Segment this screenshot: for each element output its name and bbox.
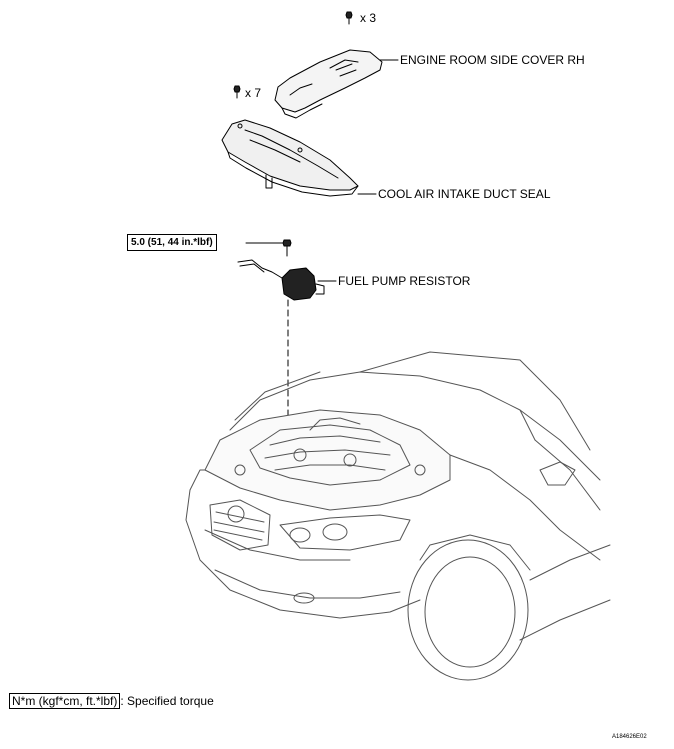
vehicle-front xyxy=(185,351,611,681)
fuel-pump-resistor-label: FUEL PUMP RESISTOR xyxy=(338,274,471,288)
engine-room-side-cover-label: ENGINE ROOM SIDE COVER RH xyxy=(400,53,585,67)
cool-air-intake-duct-seal-label: COOL AIR INTAKE DUCT SEAL xyxy=(378,187,551,201)
legend-unit-box: N*m (kgf*cm, ft.*lbf) xyxy=(9,693,121,709)
torque-spec-box: 5.0 (51, 44 in.*lbf) xyxy=(127,234,217,251)
engine-room-side-cover xyxy=(274,49,399,119)
bolt-icon xyxy=(282,239,292,257)
clip-icon xyxy=(345,11,353,25)
cover-clip-quantity: x 3 xyxy=(360,11,377,25)
seal-clip-quantity: x 7 xyxy=(245,86,262,100)
fuel-pump-resistor xyxy=(237,259,337,301)
legend-description: : Specified torque xyxy=(120,694,214,708)
clip-icon xyxy=(233,85,241,99)
figure-id: A184626E02 xyxy=(612,734,647,740)
cool-air-intake-duct-seal xyxy=(221,119,377,197)
torque-legend: N*m (kgf*cm, ft.*lbf): Specified torque xyxy=(9,693,214,709)
